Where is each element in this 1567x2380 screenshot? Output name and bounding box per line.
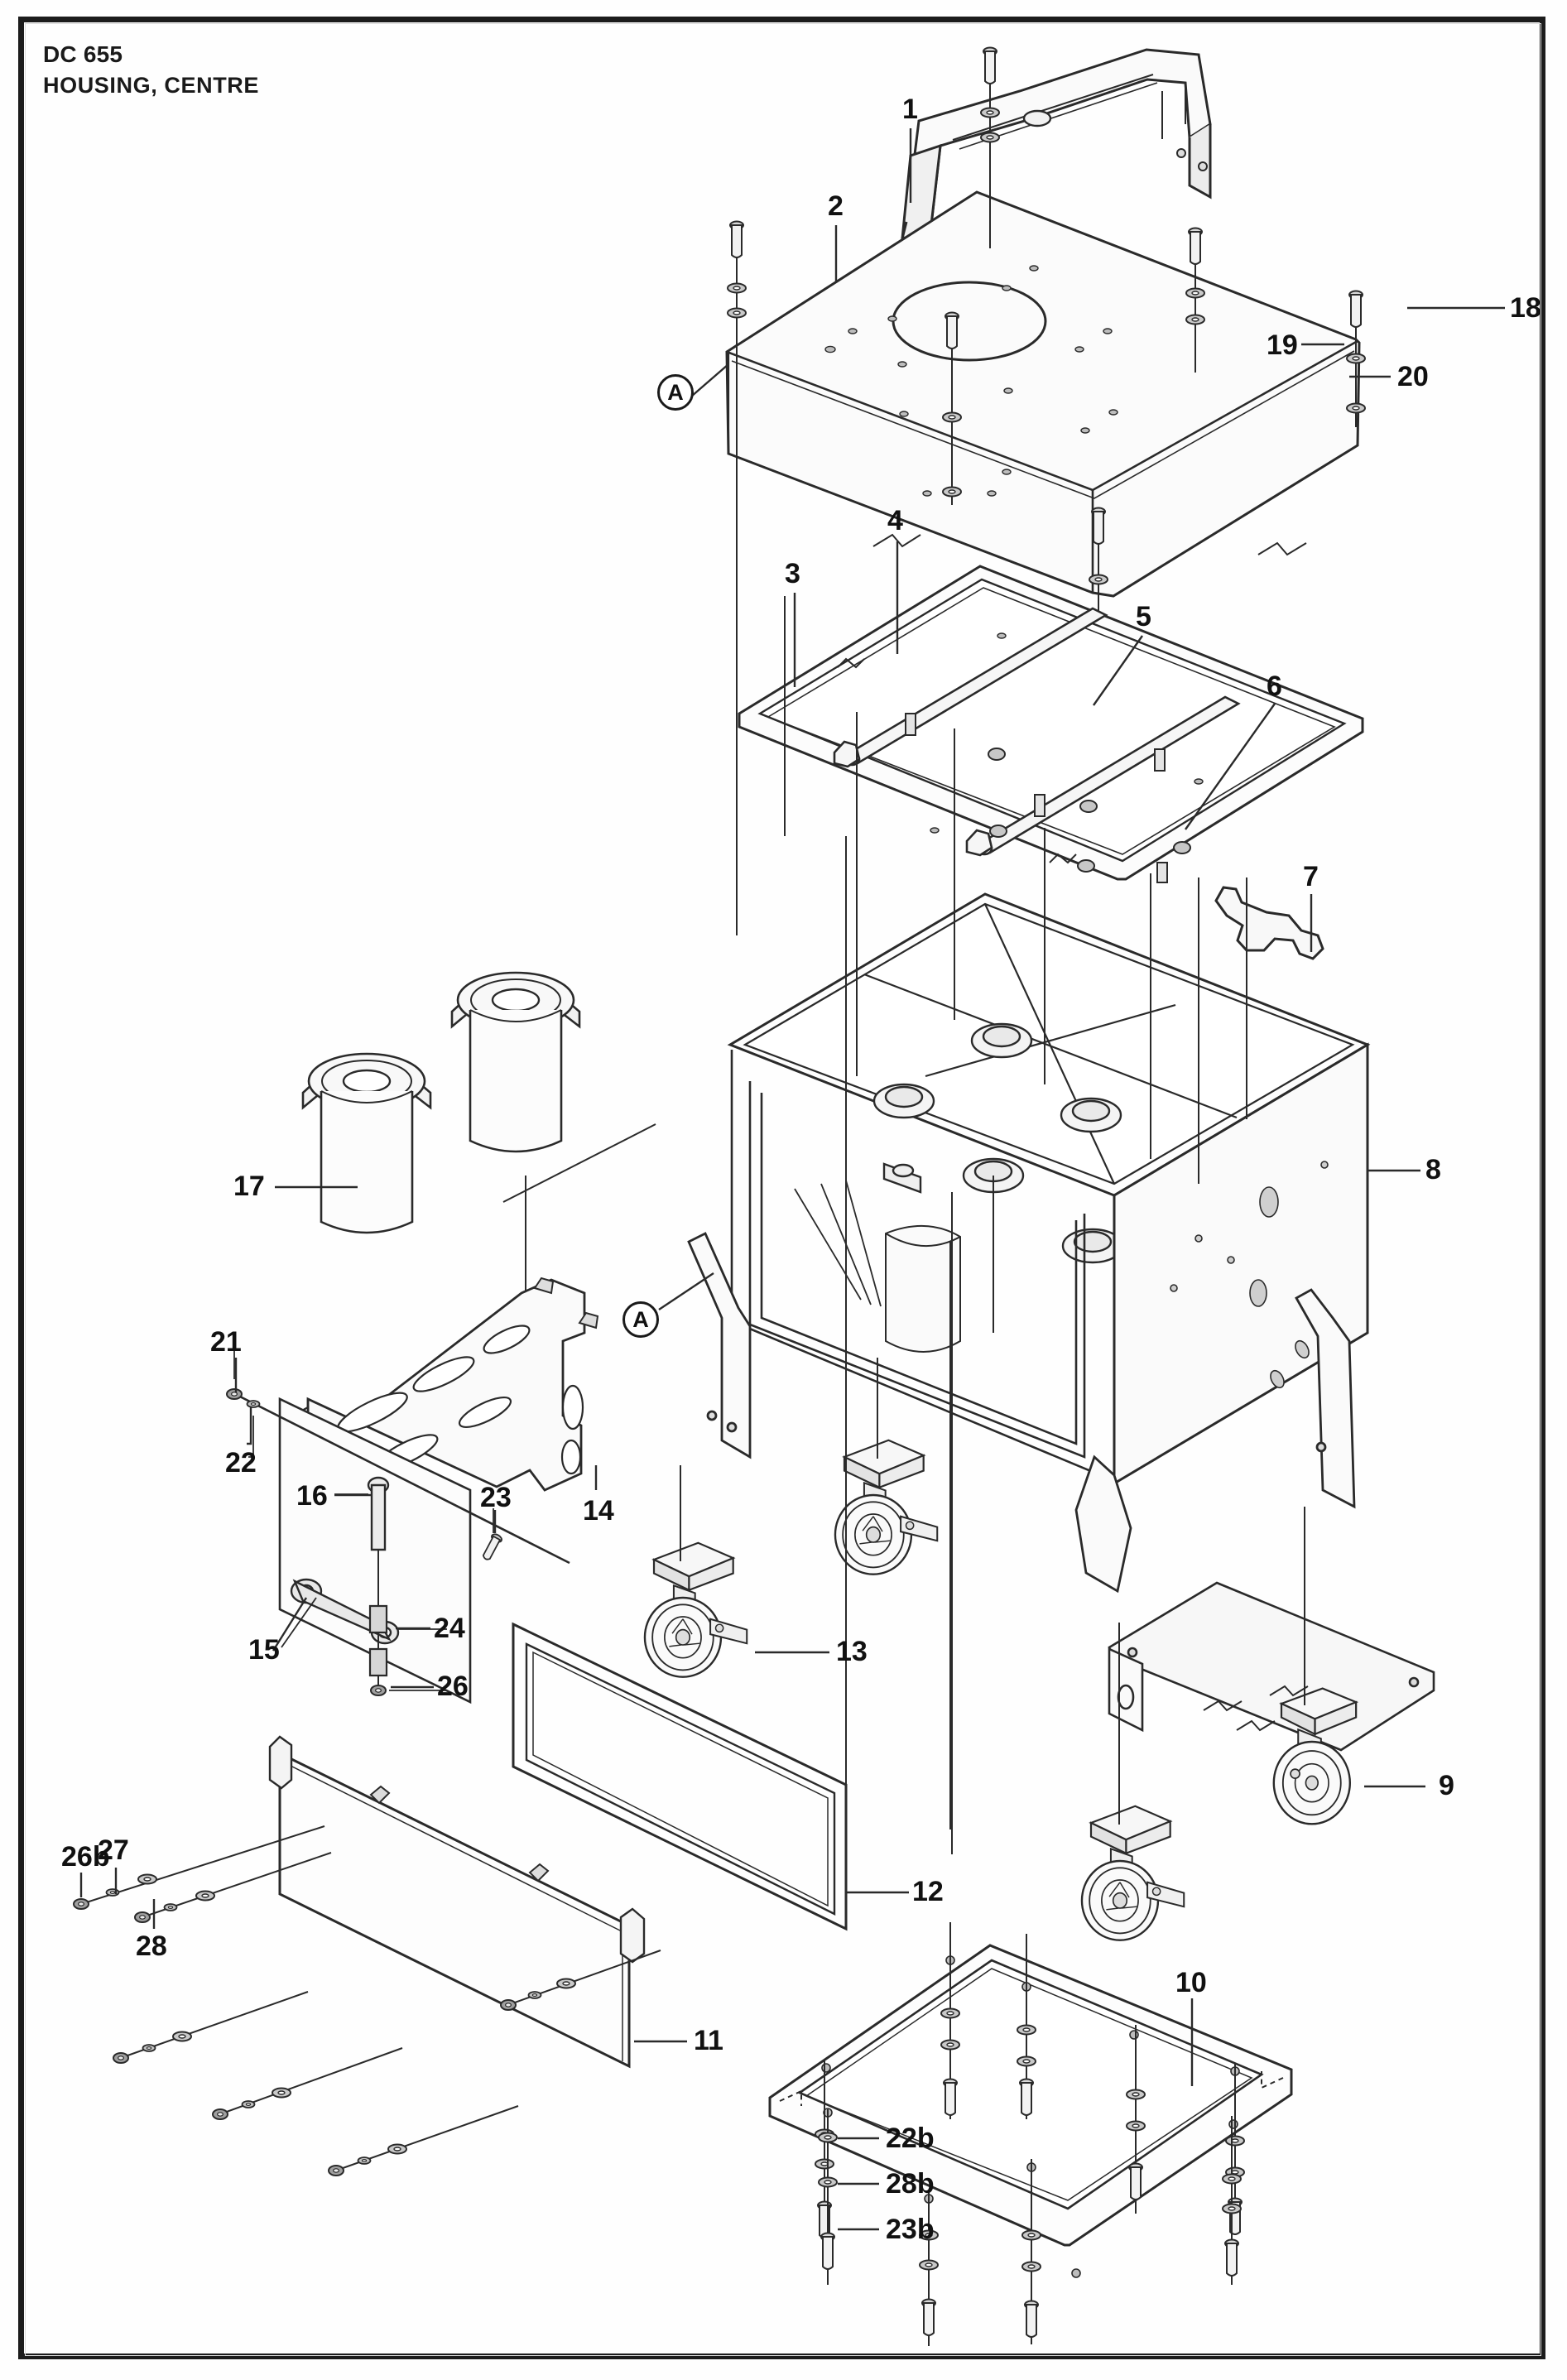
assembly-lead-lines <box>856 712 1247 1333</box>
callout-14: 14 <box>583 1495 614 1527</box>
callout-23: 23 <box>480 1482 512 1513</box>
caster-lead-lines <box>680 1242 1305 1829</box>
callout-26-panel: 26b <box>61 1841 110 1873</box>
caster-swivel-mid <box>834 1439 939 1575</box>
callout-2: 2 <box>828 190 844 222</box>
callout-22-base: 22b <box>886 2123 935 2154</box>
callout-24: 24 <box>434 1613 465 1644</box>
callout-10: 10 <box>1175 1967 1207 1998</box>
callout-28-base: 28b <box>886 2168 935 2200</box>
part-side-panel <box>73 1735 661 2176</box>
part-top-plate <box>725 190 1361 598</box>
callout-4: 4 <box>887 505 903 536</box>
callout-19: 19 <box>1267 329 1298 361</box>
fastener-stack-18-19-20 <box>1346 290 1366 427</box>
callout-11: 11 <box>694 2025 723 2056</box>
part-hinge-plate <box>226 1388 570 1704</box>
caster-swivel-rear <box>1080 1805 1185 1941</box>
part-centre-housing <box>687 892 1435 1752</box>
callout-13: 13 <box>836 1636 868 1667</box>
caster-fixed-right <box>1272 1687 1359 1825</box>
callout-9: 9 <box>1439 1770 1454 1801</box>
callout-3: 3 <box>785 558 800 589</box>
caster-swivel-left <box>643 1541 748 1678</box>
callout-18: 18 <box>1510 292 1541 324</box>
callout-20: 20 <box>1397 361 1429 392</box>
section-marker-a-mid: A <box>622 1301 659 1338</box>
callout-22: 22 <box>225 1447 257 1478</box>
assembly-title: HOUSING, CENTRE <box>43 72 260 98</box>
callout-15: 15 <box>248 1634 280 1666</box>
part-filter-frame <box>738 565 1364 883</box>
part-filter-cartridge-a <box>301 1052 432 1234</box>
machine-model: DC 655 <box>43 41 123 67</box>
callout-7: 7 <box>1303 861 1319 892</box>
callout-21: 21 <box>210 1326 242 1358</box>
part-base-frame <box>768 1922 1293 2346</box>
callout-17: 17 <box>233 1171 265 1202</box>
part-gasket-frame <box>512 1622 848 1931</box>
long-lead-lines <box>736 331 953 1854</box>
base-frame-fasteners <box>815 1922 1245 2346</box>
part-filter-cartridge-b <box>450 971 581 1153</box>
callout-28: 28 <box>136 1930 167 1962</box>
callout-5: 5 <box>1136 601 1151 632</box>
label-leaders <box>79 128 1505 2231</box>
callout-26: 26 <box>437 1671 469 1702</box>
callout-27: 27 <box>98 1834 129 1866</box>
callout-12: 12 <box>912 1876 944 1907</box>
page-title: DC 655 HOUSING, CENTRE <box>43 40 259 101</box>
callout-23-base: 23b <box>886 2214 935 2245</box>
part-wire-clip <box>1214 886 1324 960</box>
callout-6: 6 <box>1267 671 1282 702</box>
panel-fastener-row <box>73 1825 661 2176</box>
section-marker-a-top: A <box>657 374 694 411</box>
callout-1: 1 <box>902 94 918 125</box>
callout-8: 8 <box>1425 1154 1441 1185</box>
callout-16: 16 <box>296 1480 328 1512</box>
